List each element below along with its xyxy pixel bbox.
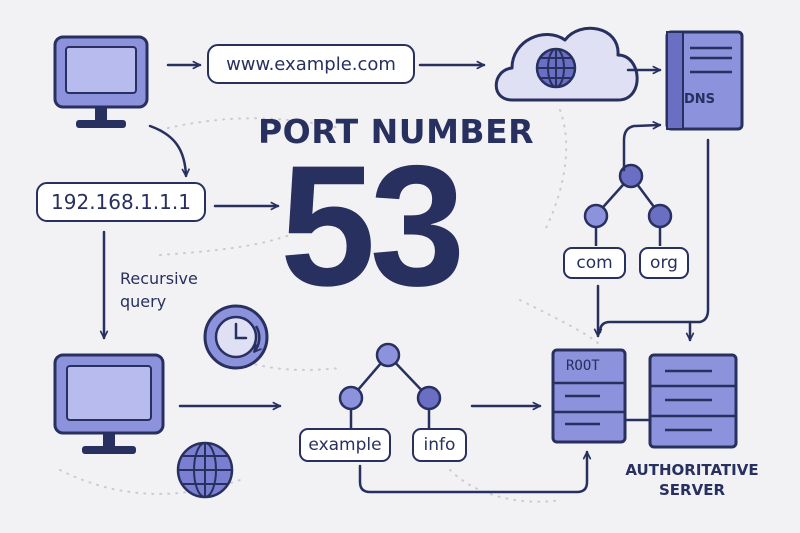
port-number: 53 xyxy=(280,130,465,322)
tld-box-com: com xyxy=(563,247,626,279)
authoritative-server-label: AUTHORITATIVE SERVER xyxy=(625,461,759,499)
globe-icon xyxy=(176,441,234,499)
globe-icon xyxy=(535,47,577,89)
flow-arrows xyxy=(99,60,710,494)
computer-icon xyxy=(53,353,165,454)
dns-label: DNS xyxy=(684,92,716,107)
domain-box-example: example xyxy=(299,428,391,462)
computer-icon xyxy=(53,35,149,128)
tree-icon xyxy=(338,342,442,428)
tree-icon xyxy=(583,163,673,246)
ip-box: 192.168.1.1.1 xyxy=(36,182,206,222)
url-box: www.example.com xyxy=(207,44,415,84)
root-label: ROOT xyxy=(566,358,600,374)
server-icon xyxy=(551,348,627,444)
tld-box-org: org xyxy=(639,247,689,279)
clock-icon xyxy=(203,304,269,370)
server-icon xyxy=(665,30,744,131)
domain-box-info: info xyxy=(412,428,467,462)
page-title: PORT NUMBER xyxy=(258,112,535,151)
server-icon xyxy=(648,353,738,449)
recursive-query-label: Recursive query xyxy=(120,269,198,311)
